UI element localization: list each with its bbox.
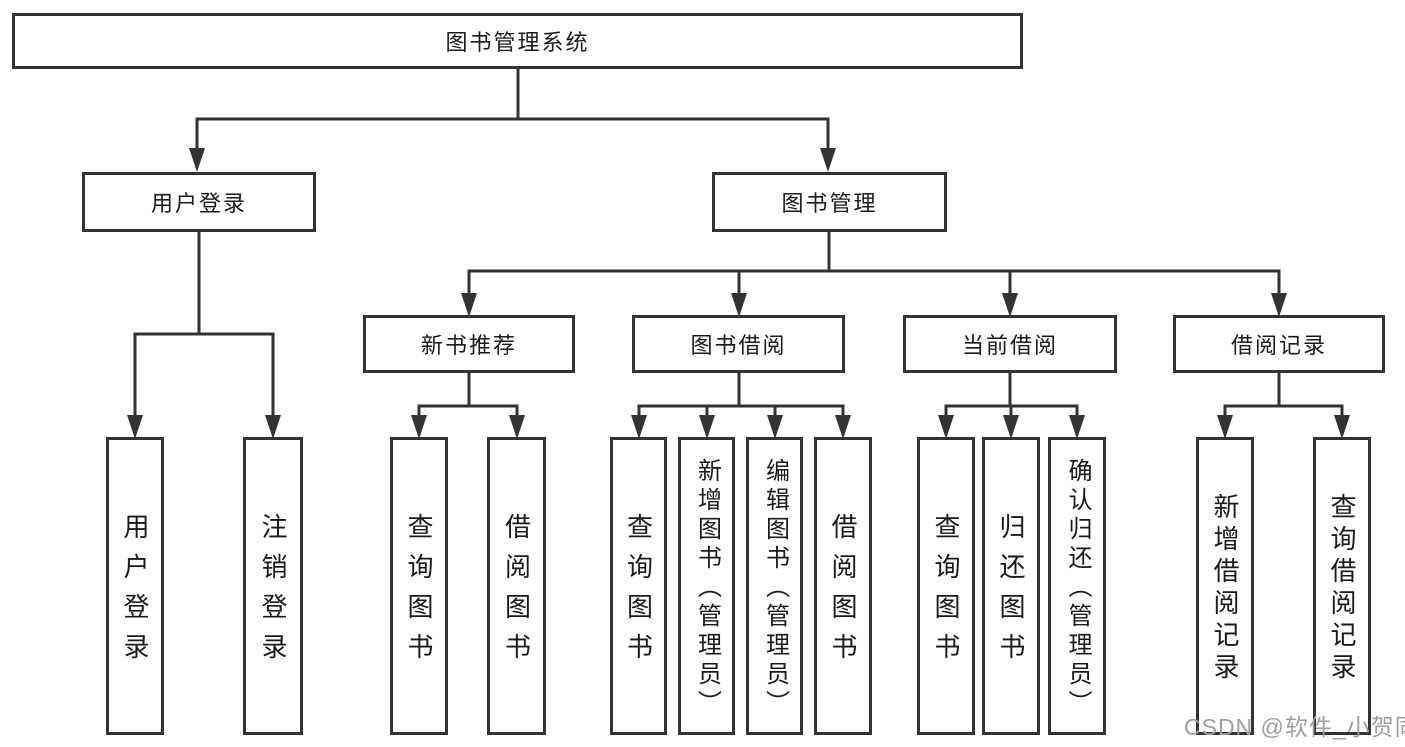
leaf-borrow-books-recommend: 借阅图书 — [487, 437, 546, 735]
connector-new-book — [417, 371, 519, 419]
node-user-login: 用户登录 — [82, 172, 316, 232]
leaf-query-books-borrow: 查询图书 — [610, 437, 667, 735]
node-book-borrow: 图书借阅 — [632, 315, 845, 373]
leaf-add-book-admin: 新增图书（管理员） — [678, 437, 735, 735]
node-current-borrow: 当前借阅 — [903, 315, 1117, 373]
leaf-logout: 注销登录 — [243, 437, 303, 735]
node-borrow-records: 借阅记录 — [1173, 315, 1385, 373]
connector-root — [195, 67, 830, 152]
leaf-user-login: 用户登录 — [106, 437, 164, 735]
node-book-management: 图书管理 — [712, 172, 947, 232]
leaf-query-borrow-record: 查询借阅记录 — [1313, 437, 1371, 735]
connector-book-management — [467, 230, 1281, 296]
leaf-return-book: 归还图书 — [982, 437, 1040, 735]
connector-user-login — [133, 230, 275, 418]
csdn-watermark: CSDN @软件_小贺同学 — [1184, 714, 1405, 740]
connector-book-borrow — [637, 371, 845, 419]
leaf-confirm-return-admin: 确认归还（管理员） — [1048, 437, 1106, 735]
leaf-edit-book-admin: 编辑图书（管理员） — [746, 437, 803, 735]
node-root: 图书管理系统 — [12, 13, 1023, 69]
node-new-book-recommend: 新书推荐 — [363, 315, 575, 373]
leaf-borrow-books: 借阅图书 — [814, 437, 872, 735]
leaf-add-borrow-record: 新增借阅记录 — [1196, 437, 1254, 735]
connector-current-borrow — [944, 371, 1079, 419]
connector-borrow-records — [1223, 371, 1344, 419]
leaf-query-books-recommend: 查询图书 — [390, 437, 448, 735]
leaf-query-books-current: 查询图书 — [917, 437, 975, 735]
